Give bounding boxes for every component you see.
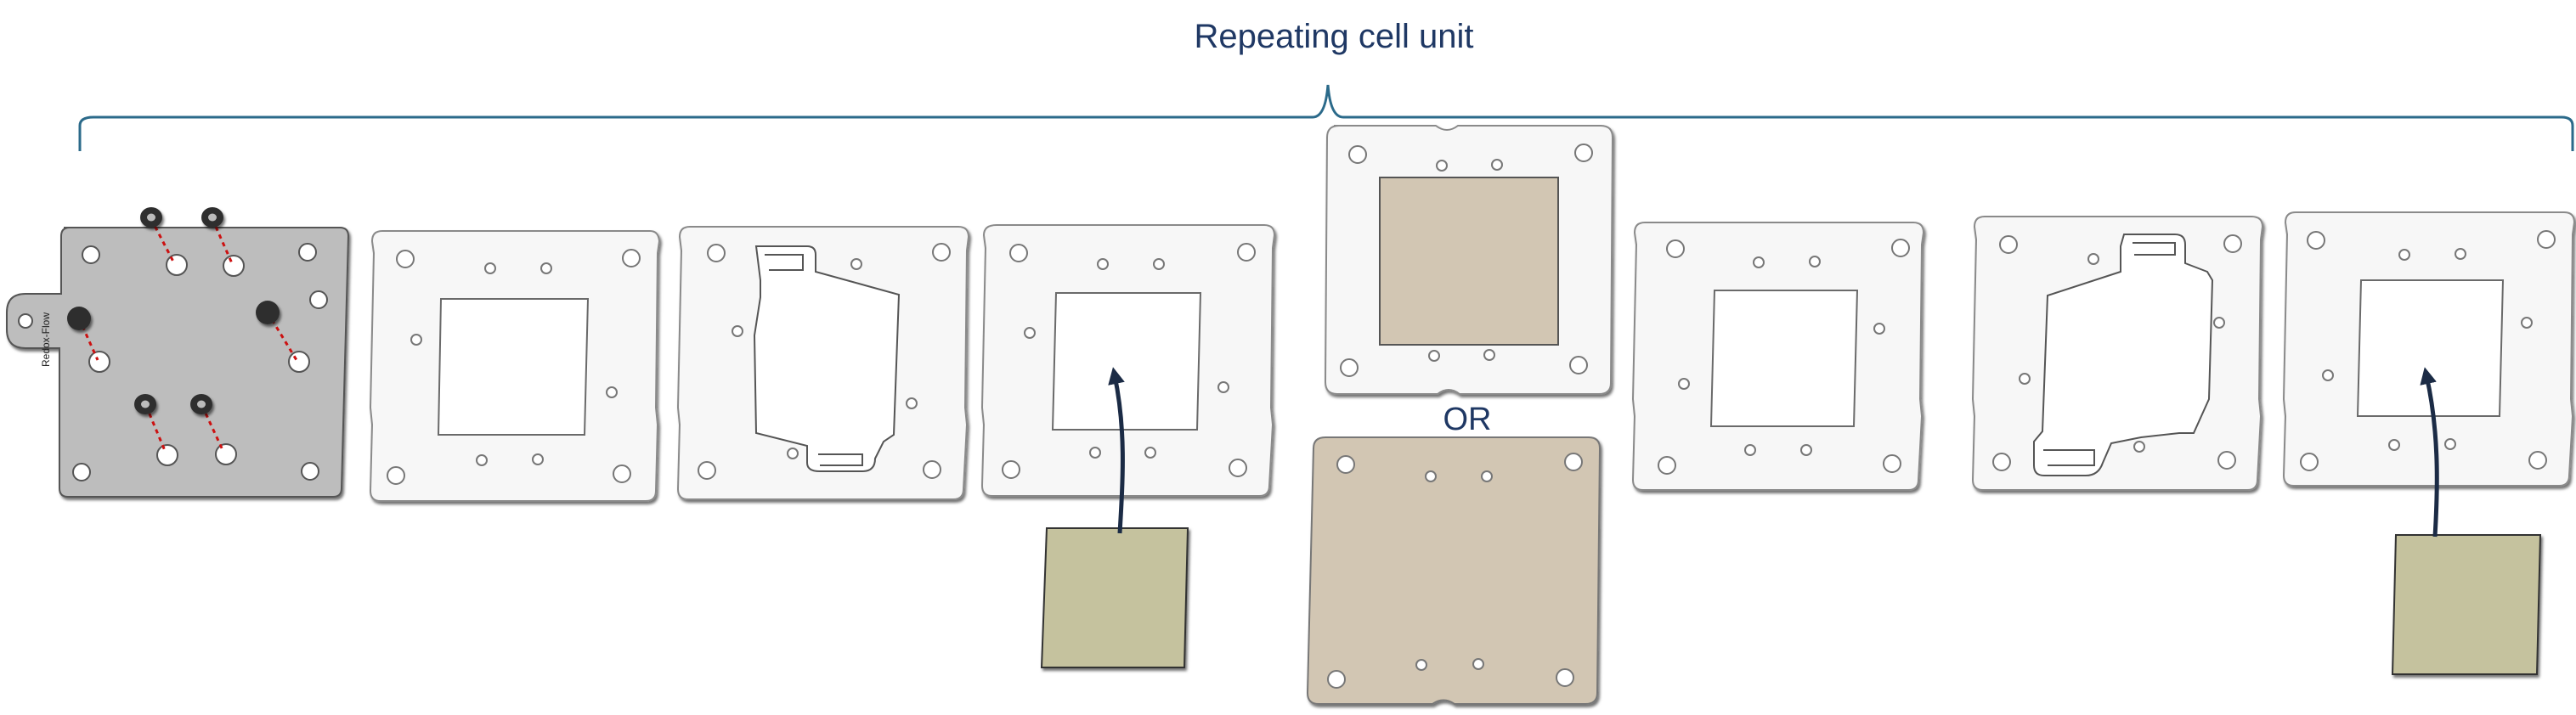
gasket-frame <box>369 230 661 502</box>
felt-electrode <box>2391 534 2542 675</box>
gasket-frame <box>1631 222 1925 491</box>
gasket-frame <box>980 224 1276 497</box>
plug <box>67 307 91 330</box>
end-plate-logo: Redox-Flow <box>40 312 52 367</box>
gasket-frame <box>2282 211 2576 487</box>
title: Repeating cell unit <box>1194 18 1473 55</box>
o-ring <box>190 394 212 414</box>
end-plate <box>6 227 350 498</box>
flow-frame <box>676 226 970 500</box>
flow-frame <box>1971 216 2264 491</box>
insert-arrow <box>2420 367 2439 538</box>
o-rings <box>67 207 280 414</box>
o-ring <box>140 207 162 228</box>
or-label: OR <box>1443 402 1492 437</box>
repeating-unit-brace <box>78 84 2574 151</box>
bipolar-plate-frame <box>1324 125 1614 395</box>
insert-arrow <box>1108 367 1125 534</box>
graphite-plate <box>1379 177 1559 346</box>
felt-electrode <box>1040 527 1189 668</box>
o-ring <box>134 394 156 414</box>
end-plate-holes <box>18 243 328 481</box>
plug <box>256 301 280 324</box>
o-ring <box>201 207 223 228</box>
bipolar-plate <box>1306 436 1602 705</box>
